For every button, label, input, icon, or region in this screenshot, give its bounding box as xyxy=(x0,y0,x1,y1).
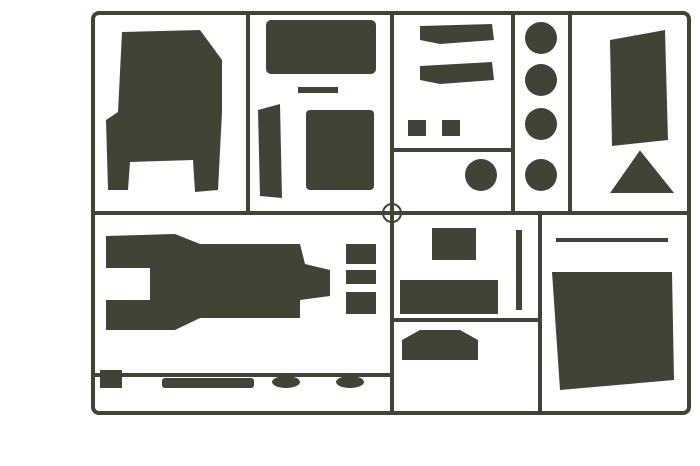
part-rear-panel xyxy=(400,280,498,314)
part-fender xyxy=(420,62,494,84)
part-wheel xyxy=(525,22,557,54)
part-wheel xyxy=(525,108,557,140)
part-dashboard xyxy=(432,228,476,260)
part-lamp xyxy=(336,376,364,388)
part-small xyxy=(408,120,426,136)
part-wheel xyxy=(525,159,557,191)
part-bar xyxy=(516,230,522,310)
part-grille xyxy=(402,330,478,360)
part-small xyxy=(100,370,122,388)
sprue-center-gate xyxy=(382,203,402,223)
part-wheel xyxy=(465,159,497,191)
part-windshield-triangle xyxy=(610,150,675,193)
part-bumper xyxy=(162,378,254,388)
part-body-panel xyxy=(306,110,374,190)
part-fender xyxy=(420,24,494,44)
part-seat-back xyxy=(610,30,668,146)
part-small xyxy=(442,120,460,136)
part-lamp xyxy=(272,376,300,388)
part-small xyxy=(346,244,376,264)
part-small xyxy=(346,292,376,314)
part-floor-pan xyxy=(106,30,222,192)
part-bar xyxy=(298,87,338,93)
part-windshield-frame xyxy=(266,20,376,74)
part-hood xyxy=(552,272,674,390)
sprue-frame xyxy=(91,11,691,415)
part-chassis xyxy=(106,234,330,330)
part-body-panel-side xyxy=(258,104,282,198)
part-wheel xyxy=(525,64,557,96)
part-bar xyxy=(556,238,668,242)
part-small xyxy=(346,270,376,284)
